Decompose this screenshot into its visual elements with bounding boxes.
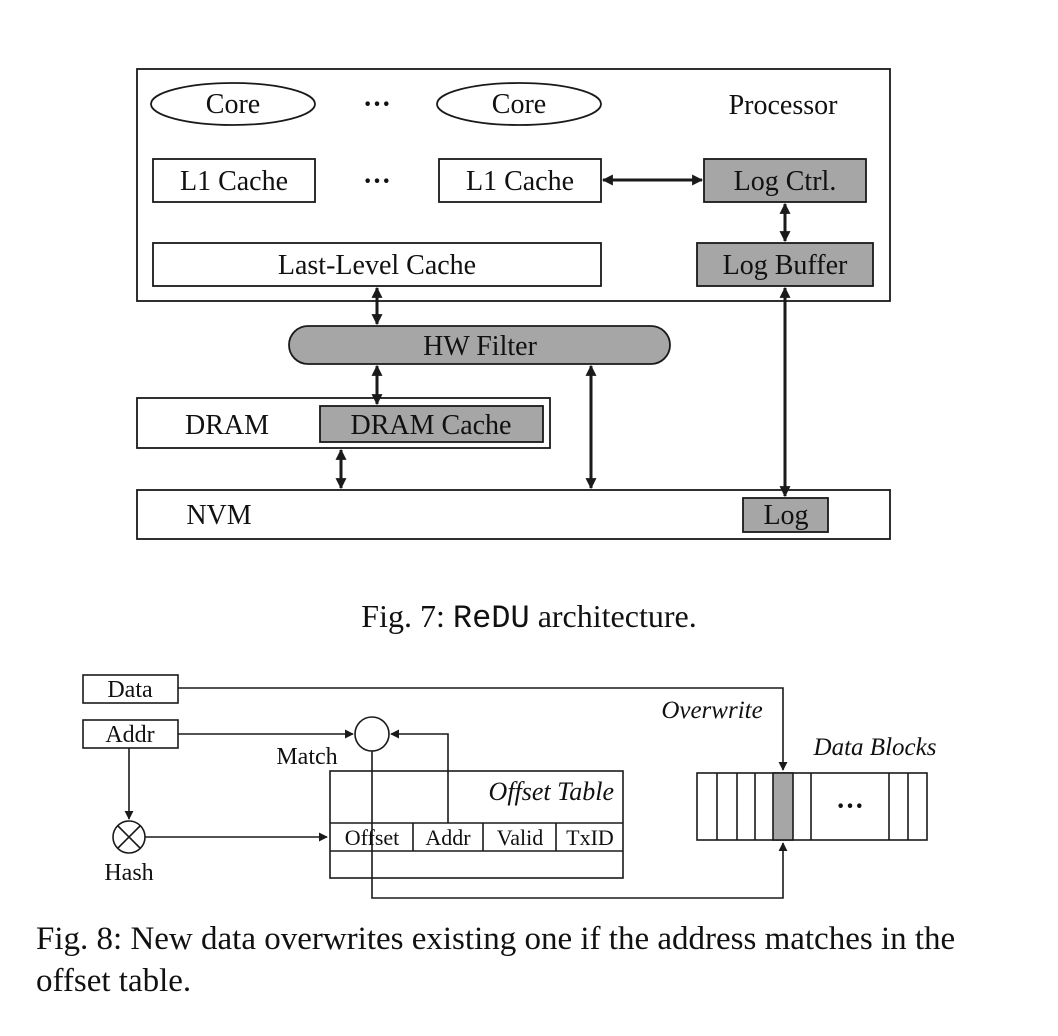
hash-function-icon [112, 820, 146, 854]
dram-label: DRAM [185, 410, 269, 441]
dram-cache-label: DRAM Cache [351, 410, 512, 441]
l1-cache-label-1: L1 Cache [180, 166, 288, 197]
cores-ellipsis: ··· [363, 89, 391, 120]
llc-box [152, 242, 602, 287]
core-ellipse-1 [150, 82, 316, 126]
column-offset: Offset [345, 825, 400, 850]
column-addr: Addr [425, 825, 471, 850]
fig7-caption-prefix: Fig. 7: [361, 598, 453, 634]
offset-table-box [329, 770, 624, 879]
log-buffer-box [696, 242, 874, 287]
l1-cache-box-2 [438, 158, 602, 203]
data-blocks-box [696, 772, 928, 841]
log-ctrl-label: Log Ctrl. [734, 166, 837, 197]
data-input-box [82, 674, 179, 704]
log-label: Log [763, 500, 808, 531]
fig7-caption-suffix: architecture. [529, 598, 697, 634]
core-ellipse-2 [436, 82, 602, 126]
log-buffer-label: Log Buffer [723, 250, 848, 281]
hw-filter-label: HW Filter [423, 331, 537, 362]
fig7-labels: Core ··· Core Processor L1 Cache ··· L1 … [180, 89, 848, 531]
overwrite-label: Overwrite [661, 697, 762, 724]
arrow-offset-to-blocks [371, 751, 788, 899]
core-label-1: Core [206, 89, 260, 120]
fig7-caption: Fig. 7: ReDU architecture. [0, 598, 1058, 637]
arrow-data-to-blocks [178, 687, 788, 771]
arrow-table-addr-to-match [390, 729, 449, 823]
nvm-label: NVM [186, 500, 251, 531]
processor-label: Processor [729, 90, 839, 121]
match-label: Match [276, 744, 337, 770]
data-input-label: Data [107, 677, 153, 703]
fig7-caption-name: ReDU [452, 600, 530, 637]
column-valid: Valid [497, 825, 543, 850]
data-blocks-ellipsis: ··· [836, 791, 864, 822]
hw-filter-box [288, 325, 671, 365]
llc-label: Last-Level Cache [278, 250, 476, 281]
l1-cache-box-1 [152, 158, 316, 203]
addr-input-label: Addr [105, 722, 154, 748]
fig7-architecture-diagram [136, 68, 891, 540]
matched-data-block [772, 772, 794, 841]
log-box [742, 497, 829, 533]
log-ctrl-box [703, 158, 867, 203]
fig8-labels: Data Addr Match Hash Offset Table Offset… [104, 677, 936, 886]
fig8-offset-table-diagram [82, 674, 928, 899]
column-txid: TxID [566, 825, 614, 850]
l1-ellipsis: ··· [363, 166, 391, 197]
l1-cache-label-2: L1 Cache [466, 166, 574, 197]
data-blocks-title: Data Blocks [813, 734, 937, 761]
offset-table-title: Offset Table [489, 777, 614, 806]
fig8-caption: Fig. 8: New data overwrites existing one… [36, 921, 956, 999]
match-comparator-circle [354, 716, 390, 752]
hash-label: Hash [104, 860, 153, 886]
core-label-2: Core [492, 89, 546, 120]
dram-cache-box [319, 405, 544, 443]
